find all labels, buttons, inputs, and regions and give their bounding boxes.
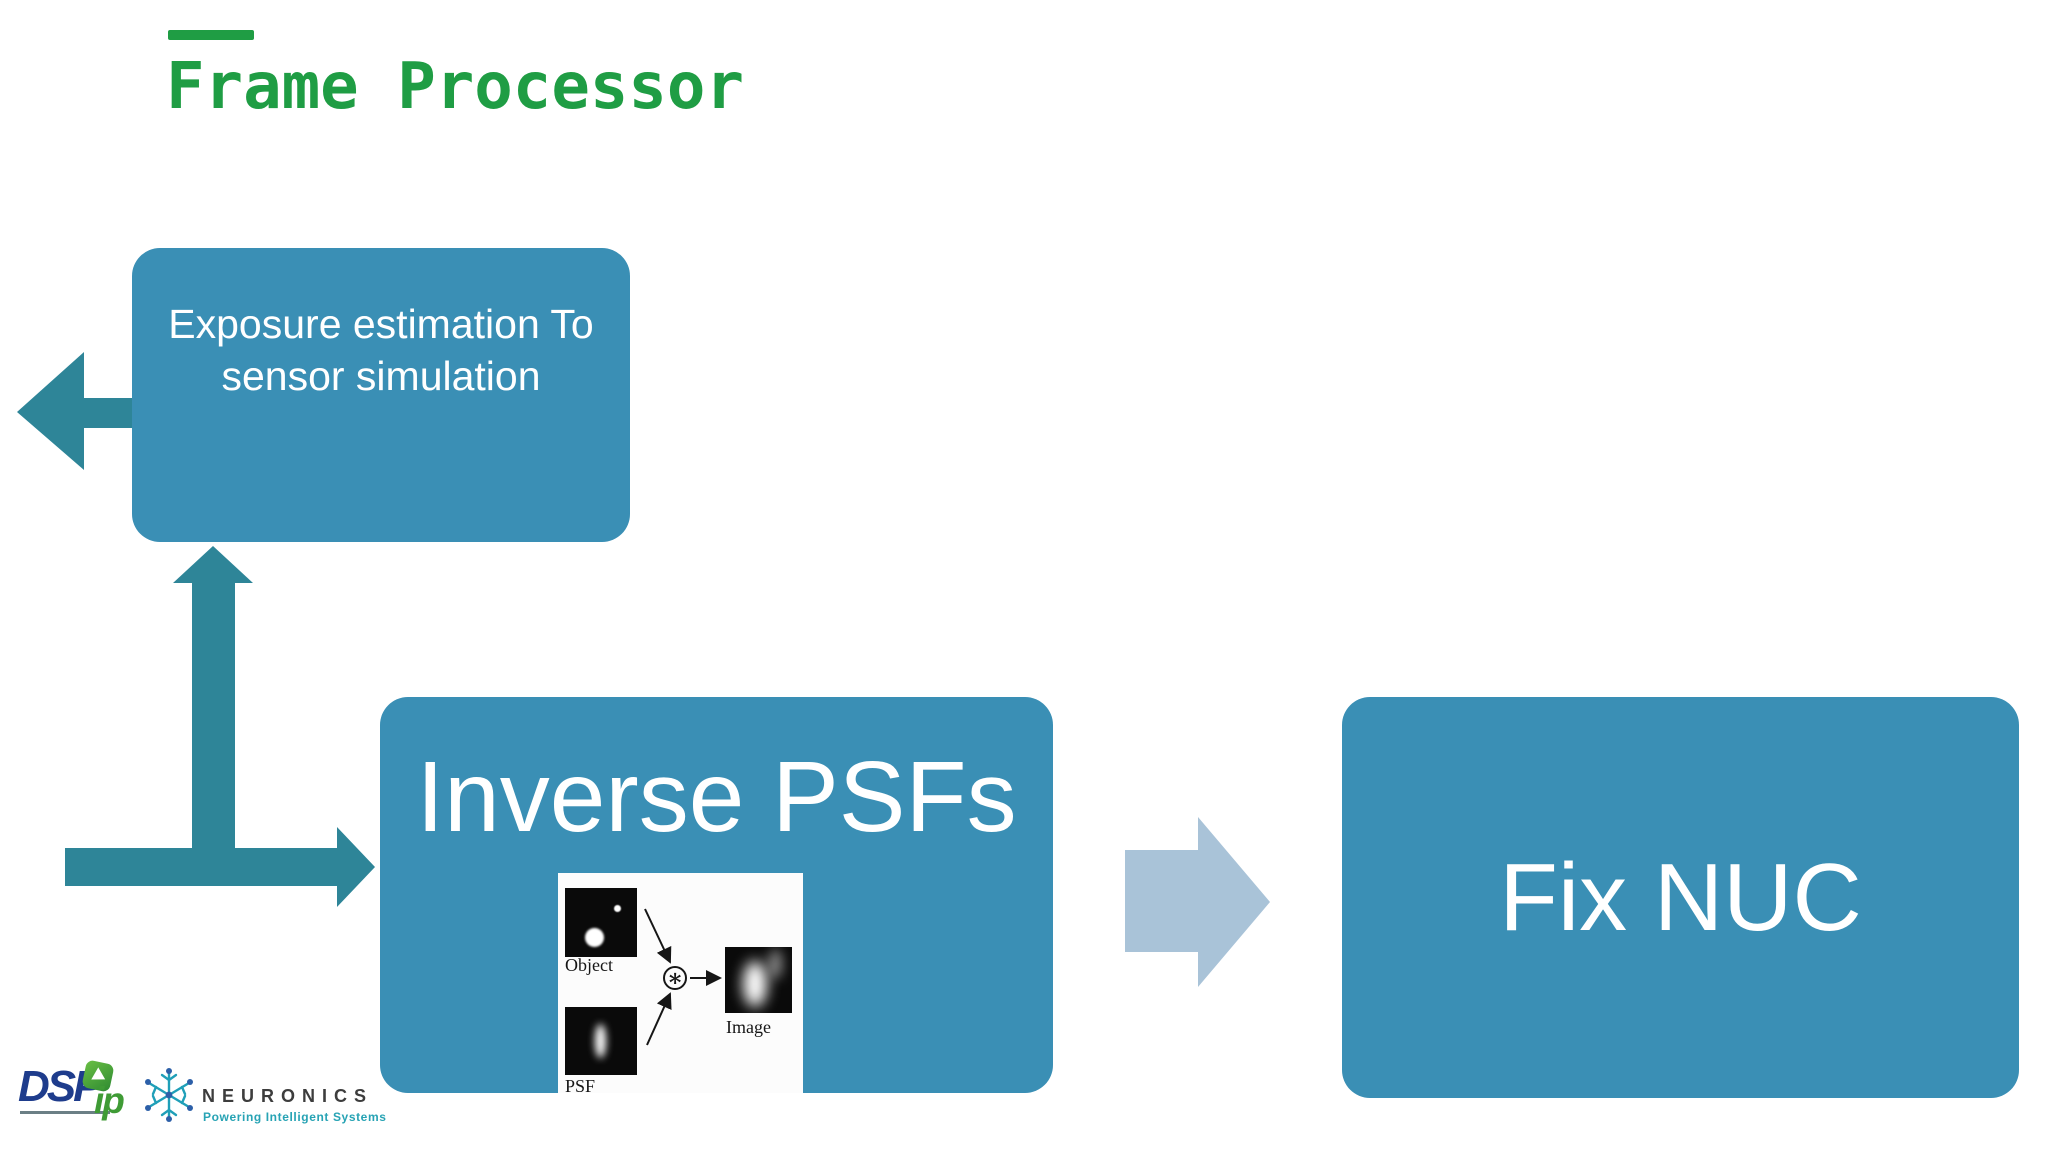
dspip-logo: DSP ip: [18, 1059, 133, 1128]
psf-label: PSF: [565, 1076, 596, 1093]
psf-thumbnail: [565, 1007, 637, 1075]
psf-blur-spot: [595, 1024, 606, 1058]
image-blob-side: [769, 949, 782, 979]
object-dot-small: [614, 905, 621, 912]
neuronics-logo-text: NEURONICS: [202, 1086, 374, 1106]
flow-arrow: [1125, 817, 1270, 987]
object-to-operator-arrow: [644, 908, 672, 964]
image-label: Image: [726, 1017, 771, 1037]
neuronics-tagline: Powering Intelligent Systems: [203, 1110, 387, 1124]
neuronics-logo: NEURONICS Powering Intelligent Systems: [138, 1062, 418, 1138]
title-accent-dash: [168, 30, 254, 40]
exposure-box-label-line1: Exposure estimation To: [168, 301, 594, 347]
object-thumbnail: [565, 888, 637, 957]
fix-nuc-label: Fix NUC: [1499, 843, 1862, 951]
exposure-estimation-box: Exposure estimation To sensor simulation: [132, 248, 630, 542]
up-branch-arrow: [173, 546, 253, 870]
image-thumbnail: [725, 947, 792, 1013]
figure-arrows: [644, 908, 722, 1046]
convolution-operator-icon: ∗: [663, 966, 687, 992]
ip-logo-text: ip: [94, 1080, 125, 1121]
psf-convolution-figure: Object PSF ∗ Image: [558, 873, 803, 1093]
psf-to-operator-arrow: [646, 992, 672, 1046]
inverse-psfs-label: Inverse PSFs: [416, 741, 1017, 853]
object-dot-large: [585, 928, 604, 947]
dsp-logo-underline: [20, 1111, 110, 1114]
fix-nuc-box: Fix NUC: [1342, 697, 2019, 1098]
exposure-box-label-line2: sensor simulation: [221, 353, 541, 399]
snowflake-icon: [145, 1068, 193, 1122]
image-blob-main: [743, 961, 767, 1007]
page-title: Frame Processor: [166, 50, 744, 124]
asterisk-operator: ∗: [666, 966, 684, 992]
exit-left-arrow: [17, 352, 132, 470]
input-arrow: [65, 827, 375, 907]
object-label: Object: [565, 955, 613, 975]
